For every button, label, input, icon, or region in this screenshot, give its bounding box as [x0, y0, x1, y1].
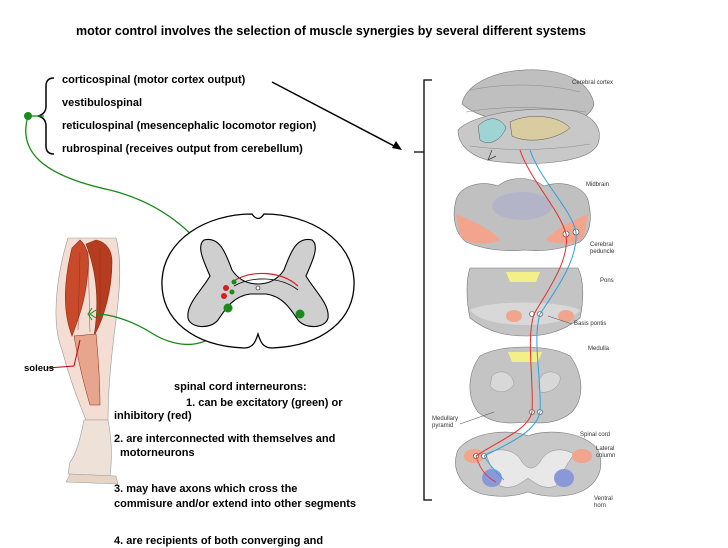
label-cerebral-peduncle-2: peduncle: [590, 249, 615, 255]
slide-title: motor control involves the selection of …: [76, 24, 586, 38]
interneurons-heading: spinal cord interneurons:: [174, 381, 307, 393]
label-cerebral-cortex: Cerebral cortex: [572, 80, 613, 86]
label-basis-pontis: Basis pontis: [574, 321, 606, 327]
pathway-vestibulospinal: vestibulospinal: [62, 97, 143, 109]
spinal-cord-section: [161, 213, 355, 349]
interneurons-point-3-line-2: commisure and/or extend into other segme…: [114, 498, 357, 510]
label-medullary-pyramid-1: Medullary: [432, 416, 458, 422]
label-pons: Pons: [600, 278, 614, 284]
cerebral-cortex: [457, 69, 600, 164]
label-lateral-column-2: column: [596, 453, 615, 459]
label-midbrain: Midbrain: [586, 182, 609, 188]
label-spinal-cord: Spinal cord: [580, 432, 610, 438]
interneurons-point-2-line-2: motorneurons: [120, 447, 195, 459]
spinal-cord-section-small: [455, 431, 602, 497]
leg-muscle-illustration: [47, 237, 121, 485]
arrow-head-icon: [392, 141, 402, 150]
midbrain-section: [453, 178, 591, 252]
pathway-reticulospinal: reticulospinal (mesencephalic locomotor …: [62, 120, 317, 132]
pons-section: [466, 267, 584, 337]
muscle-label-soleus: soleus: [24, 363, 55, 374]
label-medullary-pyramid-2: pyramid: [432, 423, 453, 429]
descending-tracts: [459, 149, 577, 483]
label-medulla: Medulla: [588, 346, 610, 352]
interneurons-point-3-line-1: 3. may have axons which cross the: [114, 483, 298, 495]
interneurons-point-4-line-1: 4. are recipients of both converging and: [114, 535, 324, 547]
label-ventral-horn-2: horn: [594, 503, 606, 509]
interneurons-point-2-line-1: 2. are interconnected with themselves an…: [114, 433, 336, 445]
label-lateral-column-1: Lateral: [596, 446, 614, 452]
pathway-arrow: [271, 81, 399, 149]
label-ventral-horn-1: Ventral: [594, 496, 613, 502]
pathway-rubrospinal: rubrospinal (receives output from cerebe…: [62, 143, 303, 155]
medulla-section: [469, 346, 582, 424]
pathway-corticospinal: corticospinal (motor cortex output): [62, 74, 246, 86]
label-cerebral-peduncle-1: Cerebral: [590, 242, 613, 248]
right-bracket: [414, 79, 432, 501]
interneurons-point-1-line-1: 1. can be excitatory (green) or: [186, 397, 343, 409]
interneurons-point-1-line-2: inhibitory (red): [114, 410, 192, 422]
